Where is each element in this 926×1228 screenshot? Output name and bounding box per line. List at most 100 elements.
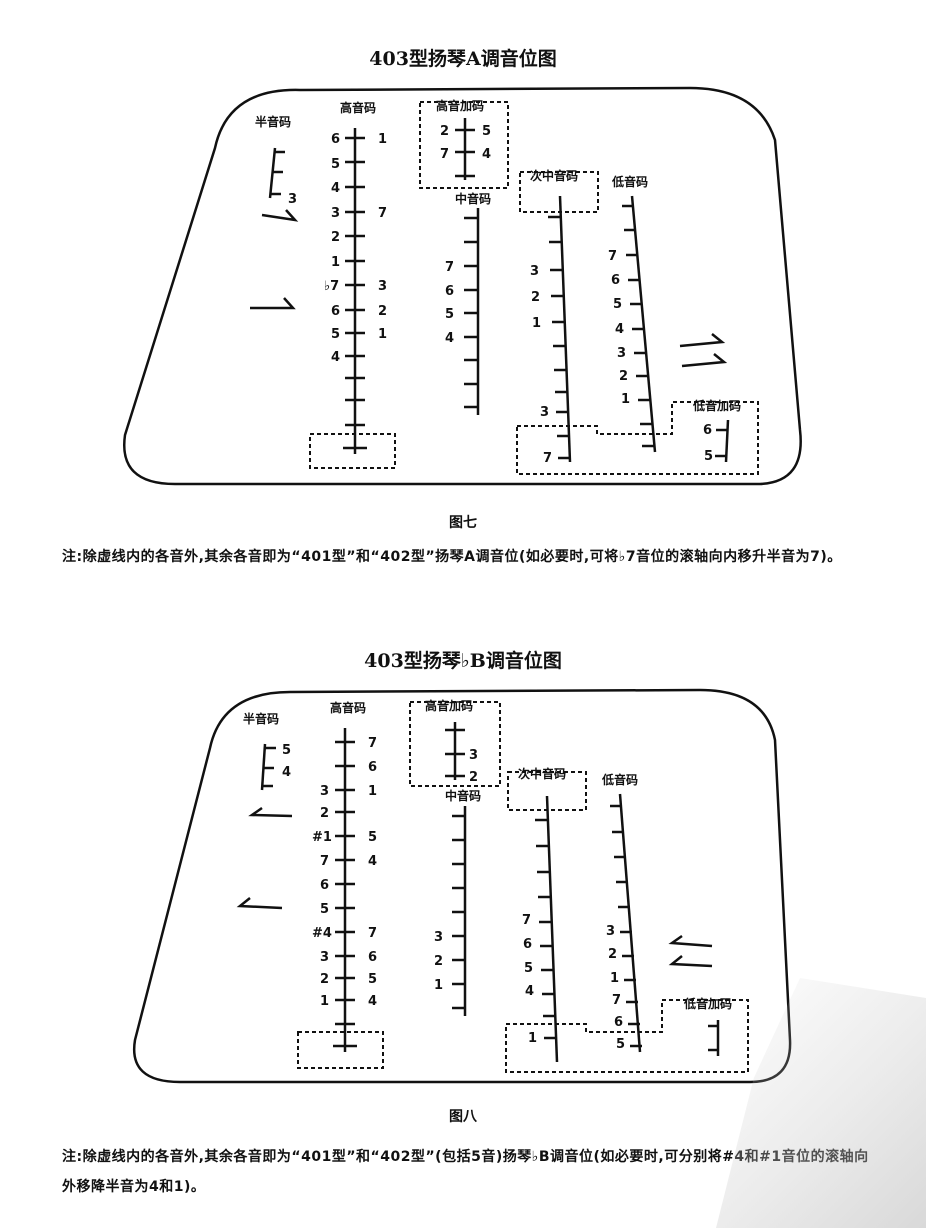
fig7-middle-note: 6	[445, 284, 454, 299]
fig7-dashed-boxes	[309, 101, 759, 475]
fig7-low-note: 1	[621, 392, 630, 407]
fig7-semitone-bridge	[268, 147, 285, 199]
fig7-label-semitone: 半音码	[255, 114, 291, 129]
fig8-high-left-note: 2	[320, 972, 329, 987]
fig8-high-add-bridge	[445, 722, 465, 780]
fig7-high-right-note: 7	[378, 206, 387, 221]
fig8-low-note: 7	[612, 993, 621, 1008]
fig7-note-text: 除虚线内的各音外,其余各音即为“401型”和“402型”扬琴A调音位(如必要时,…	[82, 549, 842, 565]
fig7-high-add-note: 7	[440, 147, 449, 162]
fig7-middle-note: 7	[445, 260, 454, 275]
fig8-low-note: 6	[614, 1015, 623, 1030]
fig8-high-left-note: #4	[312, 926, 332, 941]
fig7-middle-note: 5	[445, 307, 454, 322]
fig8-label-middle: 中音码	[445, 788, 481, 803]
fig8-high-right-note: 7	[368, 926, 377, 941]
fig7-semitone-note: 3	[288, 192, 297, 207]
fig8-middle-note: 1	[434, 978, 443, 993]
fig8-sub-middle-box	[507, 771, 587, 811]
fig8-semitone-bridge	[260, 743, 276, 791]
fig8-low-note: 3	[606, 924, 615, 939]
fig7-label-high-add: 高音加码	[436, 98, 484, 113]
fig7-low-bridge	[622, 195, 657, 453]
fig8-diagram	[132, 688, 792, 1084]
fig7-label-sub-middle: 次中音码	[530, 168, 578, 183]
fig8-high-right-note: 7	[368, 736, 377, 751]
fig7-sub-middle-note: 3	[540, 405, 549, 420]
fig8-labels: 半音码 高音码 高音加码 中音码 次中音码 低音码 低音加码	[243, 698, 732, 1011]
fig7-low-note: 7	[608, 249, 617, 264]
fig8-high-right-note: 5	[368, 830, 377, 845]
fig7-title: 403型扬琴A调音位图	[369, 48, 557, 70]
fig7-diagram	[122, 86, 802, 486]
fig8-label-high-add: 高音加码	[425, 698, 473, 713]
fig8-title: 403型扬琴♭B调音位图	[364, 650, 562, 672]
fig7-sub-middle-box	[519, 171, 599, 213]
fig8-sub-middle-bridge	[535, 795, 559, 1063]
fig7-high-add-box	[419, 101, 509, 189]
fig8-low-note: 1	[610, 971, 619, 986]
fig8-high-left-note: 1	[320, 994, 329, 1009]
fig7-high-bottom-box	[309, 433, 396, 469]
fig7-notes: 3 6 5 4 3 2 1 ♭7 6 5 4 1 7 3 2 1 2 5 7 4…	[288, 124, 713, 466]
fig8-sub-middle-note: 1	[528, 1031, 537, 1046]
fig7-high-left-note: ♭7	[324, 279, 339, 294]
fig7-high-left-note: 6	[331, 132, 340, 147]
fig7-high-right-note: 1	[378, 327, 387, 342]
fig8-high-right-note: 5	[368, 972, 377, 987]
fig8-sub-middle-note: 5	[524, 961, 533, 976]
fig7-high-add-bridge	[455, 118, 475, 180]
fig7-low-add-note: 6	[703, 423, 712, 438]
fig8-label-low-add: 低音加码	[683, 996, 732, 1011]
fig7-note: 注:除虚线内的各音外,其余各音即为“401型”和“402型”扬琴A调音位(如必要…	[62, 542, 882, 572]
fig8-semitone-note: 5	[282, 743, 291, 758]
fig7-middle-bridge	[464, 208, 480, 415]
fig8-high-add-note: 2	[469, 770, 478, 785]
fig7-high-left-note: 6	[331, 304, 340, 319]
fig7-low-note: 5	[613, 297, 622, 312]
fig8-high-left-note: 2	[320, 806, 329, 821]
fig8-sub-middle-note: 7	[522, 913, 531, 928]
fig7-labels: 半音码 高音码 高音加码 中音码 次中音码 低音码 低音加码	[255, 98, 741, 413]
fig7-low-add-box	[516, 401, 759, 475]
fig8-label-low: 低音码	[601, 772, 638, 787]
fig8-high-left-note: 6	[320, 878, 329, 893]
fig7-label-high: 高音码	[340, 100, 376, 115]
fig8-high-right-note: 6	[368, 950, 377, 965]
fig8-high-left-note: #1	[312, 830, 332, 845]
fig8-arrow-d	[668, 955, 713, 968]
fig8-label-high: 高音码	[330, 700, 366, 715]
fig8-low-bridge	[610, 793, 642, 1053]
fig8-high-bottom-box	[297, 1031, 384, 1069]
fig8-high-right-note: 4	[368, 854, 377, 869]
fig7-low-note: 2	[619, 369, 628, 384]
fig7-low-note: 3	[617, 346, 626, 361]
fig7-middle-note: 4	[445, 331, 454, 346]
fig8-high-add-box	[409, 701, 501, 787]
fig7-high-right-note: 1	[378, 132, 387, 147]
fig8-caption: 图八	[449, 1109, 477, 1125]
fig8-middle-note: 2	[434, 954, 443, 969]
fig7-low-note: 6	[611, 273, 620, 288]
fig8-high-left-note: 7	[320, 854, 329, 869]
fig7-note-lead: 注:	[62, 549, 83, 565]
fig7-sub-middle-note: 3	[530, 264, 539, 279]
fig7-arrow-c	[679, 333, 726, 348]
fig7-high-left-note: 4	[331, 350, 340, 365]
fig8-note: 注:除虚线内的各音外,其余各音即为“401型”和“402型”(包括5音)扬琴♭B…	[62, 1142, 882, 1202]
fig8-label-sub-middle: 次中音码	[518, 766, 566, 781]
fig7-sub-middle-bridge	[548, 195, 572, 463]
fig8-low-add-bridge	[708, 1020, 720, 1056]
fig7-sub-middle-note: 1	[532, 316, 541, 331]
fig8-arrow-b	[236, 897, 283, 910]
fig8-frame	[132, 688, 792, 1084]
fig7-high-left-note: 5	[331, 157, 340, 172]
fig7-high-add-note: 4	[482, 147, 491, 162]
fig8-label-semitone: 半音码	[243, 711, 279, 726]
fig7-arrow-b	[250, 297, 296, 310]
fig8-arrow-c	[668, 934, 713, 948]
fig8-note-text: 除虚线内的各音外,其余各音即为“401型”和“402型”(包括5音)扬琴♭B调音…	[62, 1149, 869, 1195]
fig8-notes: 5 4 3 2 #1 7 6 5 #4 3 2 1 7 6 1 5 4 7 6 …	[282, 736, 625, 1052]
fig7-caption: 图七	[449, 515, 477, 531]
fig7-low-add-bridge	[715, 419, 730, 463]
